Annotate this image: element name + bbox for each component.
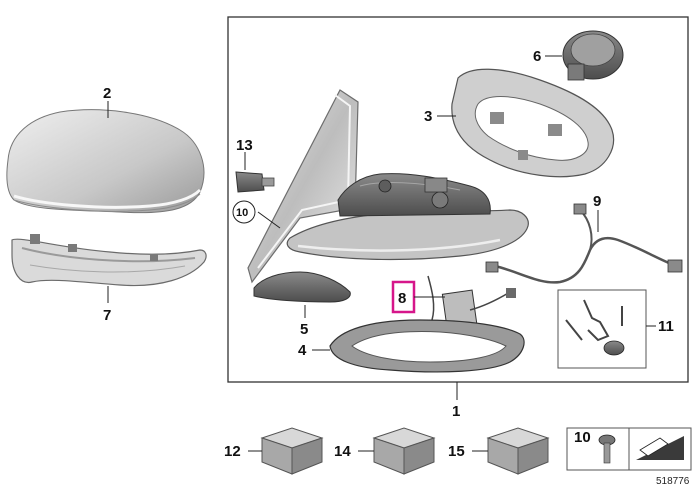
panel-corner-icon [636, 436, 684, 460]
legend-part-label: 10 [574, 429, 591, 446]
label-part-12: 12 [224, 443, 241, 460]
label-part-10: 10 [236, 207, 248, 219]
label-part-7: 7 [103, 307, 111, 324]
backing-plate-icon [451, 68, 615, 178]
label-part-9: 9 [593, 193, 601, 210]
label-part-15: 15 [448, 443, 465, 460]
parts-box-14 [372, 427, 436, 475]
adjust-motor-icon [562, 30, 624, 81]
label-part-6: 6 [533, 48, 541, 65]
label-part-11: 11 [658, 318, 674, 335]
mount-frame-icon [286, 173, 529, 261]
part-10-leader [257, 211, 281, 229]
label-part-2: 2 [103, 85, 111, 102]
label-part-14: 14 [334, 443, 351, 460]
parts-box-15 [486, 427, 550, 475]
label-part-3: 3 [424, 108, 432, 125]
turn-signal-icon [11, 234, 207, 287]
label-part-4: 4 [298, 342, 307, 359]
lower-trim-icon [253, 271, 351, 303]
assembly-frame [227, 16, 689, 383]
label-part-5: 5 [300, 321, 308, 338]
label-part-1: 1 [452, 403, 460, 420]
lower-cover-icon [329, 319, 525, 373]
connector-icon [235, 171, 275, 193]
label-part-8: 8 [398, 290, 406, 307]
label-part-10-circle [232, 200, 256, 224]
screw-kit-icon [565, 299, 625, 356]
label-part-13: 13 [236, 137, 253, 154]
part-11-inset [557, 289, 647, 369]
screw-icon [598, 434, 616, 464]
parts-box-12 [260, 427, 324, 475]
wiring-harness-icon [485, 203, 683, 284]
mirror-cap-icon [6, 109, 205, 214]
image-number: 518776 [656, 476, 690, 487]
